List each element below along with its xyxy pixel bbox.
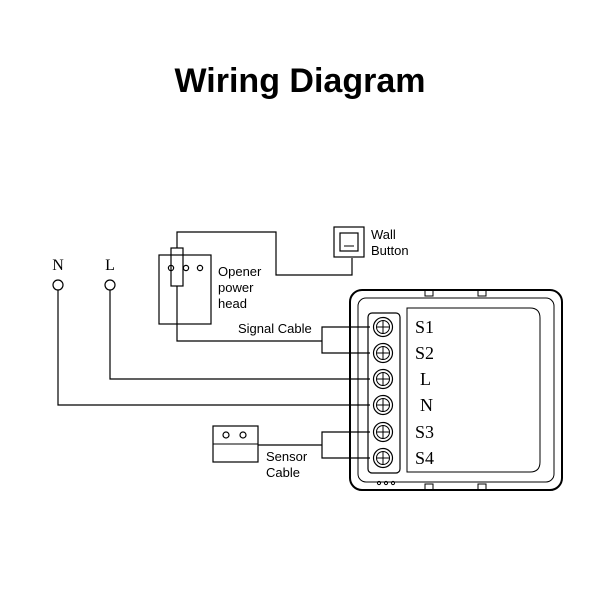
- wall-button-label-line1: Wall: [371, 227, 396, 242]
- terminal-screw-l: [372, 368, 394, 390]
- opener-label-line2: power: [218, 280, 254, 295]
- terminal-screw-n: [372, 394, 394, 416]
- wall-button: [333, 226, 365, 258]
- terminal-label-s1: S1: [415, 317, 434, 337]
- terminal-screw-s3: [372, 421, 394, 443]
- wall-button-label-line2: Button: [371, 243, 409, 258]
- opener-label-line3: head: [218, 296, 247, 311]
- terminal-label-l: L: [420, 369, 431, 389]
- live-wire: [109, 290, 370, 380]
- opener-label-line1: Opener: [218, 264, 262, 279]
- screw-terminals: [372, 316, 394, 469]
- terminal-label-s2: S2: [415, 343, 434, 363]
- terminal-screw-s1: [372, 316, 394, 338]
- wall-button-wire: [176, 231, 353, 276]
- terminal-label-s4: S4: [415, 448, 434, 468]
- sensor-bracket: [321, 431, 370, 459]
- signal-cable-label: Signal Cable: [238, 321, 312, 336]
- signal-wire: [176, 286, 322, 342]
- neutral-wire: [57, 290, 370, 406]
- live-label: L: [105, 257, 115, 274]
- terminal-screw-s4: [372, 447, 394, 469]
- neutral-label: N: [52, 257, 64, 274]
- terminal-label-s3: S3: [415, 422, 434, 442]
- opener-power-head: [158, 247, 212, 325]
- live-terminal: [104, 279, 116, 291]
- sensor-cable-label-line1: Sensor: [266, 449, 308, 464]
- terminal-label-n: N: [420, 395, 433, 415]
- sensor-cable-label-line2: Cable: [266, 465, 300, 480]
- terminal-screw-s2: [372, 342, 394, 364]
- neutral-terminal: [52, 279, 64, 291]
- relay-module: [349, 289, 563, 491]
- signal-bracket: [321, 326, 370, 354]
- page-title: Wiring Diagram: [175, 62, 426, 100]
- sensor: [212, 425, 259, 463]
